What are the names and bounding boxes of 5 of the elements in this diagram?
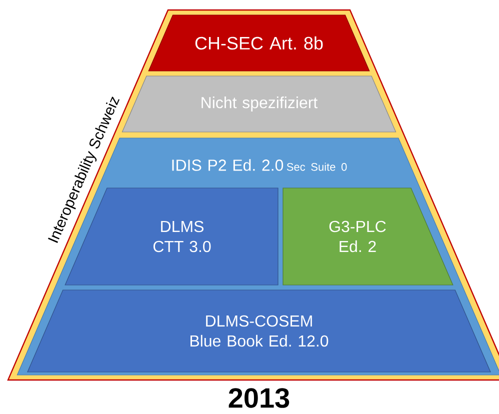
layer-box: DLMS-COSEM Blue Book Ed. 12.0 (27, 290, 491, 372)
layer-band: CH-SEC Art. 8b (148, 14, 370, 72)
layer-band: Nicht spezifiziert (122, 76, 396, 132)
caption: 2013 (228, 388, 290, 408)
layer-box: G3-PLC Ed. 2 (282, 188, 454, 286)
